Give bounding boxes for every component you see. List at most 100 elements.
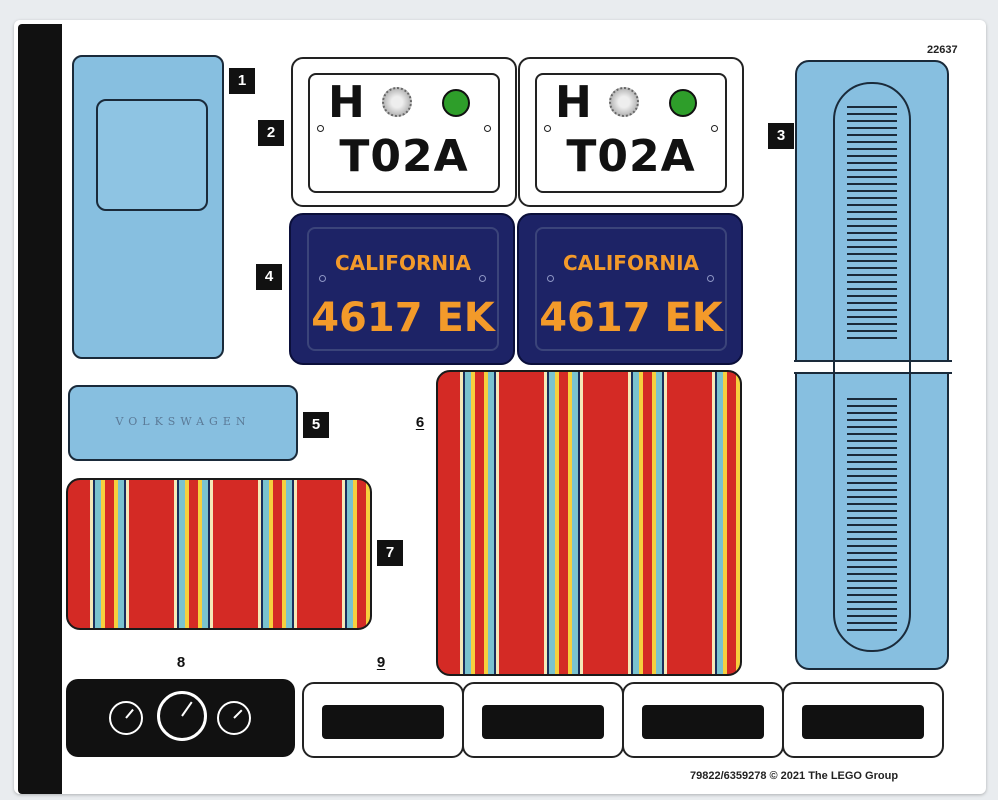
vent-slot [847,113,897,115]
plate-seal-icon [609,87,639,117]
vent-slot [847,433,897,435]
vent-slot [847,253,897,255]
sticker-number-3: 3 [768,123,794,149]
vent-slot [847,211,897,213]
vent-slot [847,225,897,227]
vent-slot [847,106,897,108]
vent-slot [847,454,897,456]
vent-slot [847,412,897,414]
sticker-number-8: 8 [176,654,186,671]
copyright-text: 79822/6359278 © 2021 The LEGO Group [690,770,899,782]
sticker-california-plate[interactable]: CALIFORNIA 4617 EK [289,213,515,365]
vent-slot [847,426,897,428]
sticker-number-7: 7 [377,540,403,566]
vent-slot [847,517,897,519]
sticker-black-bar[interactable] [782,682,944,758]
vent-slot [847,281,897,283]
plate-number: 4617 EK [311,295,495,341]
vent-slot [847,496,897,498]
plate-state: CALIFORNIA [562,251,700,275]
sticker-euro-plate[interactable]: H T02A [518,57,744,207]
vent-slot [847,524,897,526]
sticker-striped-curtain-small[interactable] [66,478,372,630]
plate-hole [484,125,491,132]
vent-slot [847,622,897,624]
vent-slot [847,601,897,603]
speedometer-icon [157,691,207,741]
vent-slot [847,594,897,596]
vent-slot [847,510,897,512]
plate-hole [707,275,714,282]
vent-slot [847,559,897,561]
vent-slot [847,580,897,582]
plate-number: 4617 EK [539,295,723,341]
vent-slot [847,573,897,575]
sticker-door-panel[interactable] [72,55,224,359]
vent-slot [847,440,897,442]
sticker-euro-plate[interactable]: H T02A [291,57,517,207]
plate-green-badge-icon [442,89,470,117]
vent-slot [847,141,897,143]
vent-slot [847,337,897,339]
sticker-california-plate[interactable]: CALIFORNIA 4617 EK [517,213,743,365]
plate-number: T02A [339,131,469,182]
sticker-number-9: 9 [376,654,386,671]
vent-slot [847,531,897,533]
vent-slot [847,482,897,484]
sticker-brand-plate[interactable]: VOLKSWAGEN [68,385,298,461]
vent-slot [847,120,897,122]
vent-slot [847,162,897,164]
sticker-number-5: 5 [303,412,329,438]
vent-slot [847,587,897,589]
sticker-striped-curtain-large[interactable] [436,370,742,676]
plate-green-badge-icon [669,89,697,117]
vent-slot [847,295,897,297]
sheet-code: 22637 [927,44,958,56]
vent-slot [847,288,897,290]
plate-hole [544,125,551,132]
vent-slot [847,447,897,449]
sticker-number-4: 4 [256,264,282,290]
vent-slot [847,246,897,248]
vent-slot [847,309,897,311]
plate-hole [317,125,324,132]
plate-hole [711,125,718,132]
plate-hole [319,275,326,282]
sticker-number-1: 1 [229,68,255,94]
sticker-black-bar[interactable] [462,682,624,758]
gauge-icon [109,701,143,735]
plate-hole [547,275,554,282]
vent-slot [847,232,897,234]
gauge-icon [217,701,251,735]
vent-slot [847,398,897,400]
sticker-vent-panel[interactable] [794,60,952,670]
vent-slot [847,552,897,554]
sticker-black-bar[interactable] [302,682,464,758]
vent-slot [847,176,897,178]
vent-slot [847,545,897,547]
plate-prefix: H [555,77,592,128]
vent-slot [847,419,897,421]
vent-grill [833,82,911,652]
vent-slot [847,239,897,241]
sticker-number-6: 6 [415,414,425,431]
sheet-edge-strip [18,24,62,794]
vent-slot [847,197,897,199]
sticker-black-bar[interactable] [622,682,784,758]
vent-slot [847,148,897,150]
plate-number: T02A [566,131,696,182]
plate-prefix: H [328,77,365,128]
vent-slot [847,190,897,192]
vent-slot [847,127,897,129]
plate-seal-icon [382,87,412,117]
vent-slot [847,608,897,610]
vent-slot [847,538,897,540]
vent-slot [847,155,897,157]
vent-slot [847,204,897,206]
plate-hole [479,275,486,282]
vent-slot [847,316,897,318]
sticker-dashboard-gauges[interactable] [66,679,295,757]
vent-slots [847,106,897,344]
vent-slot [847,302,897,304]
vent-slot [847,461,897,463]
